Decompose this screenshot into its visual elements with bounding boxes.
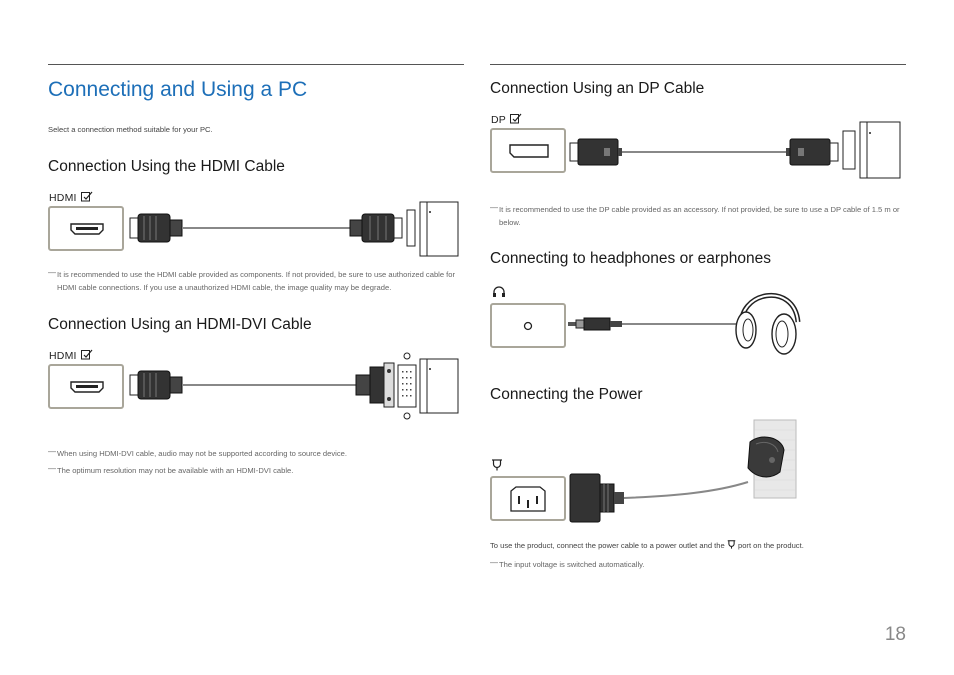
hdmi-dvi-port-label: HDMI	[49, 348, 93, 362]
dp-port-box	[490, 128, 566, 173]
hdmi-port-icon	[70, 223, 104, 235]
edit-note-icon	[80, 191, 93, 202]
power-port-icon	[492, 459, 502, 471]
power-note: — The input voltage is switched automati…	[490, 558, 908, 572]
right-top-rule	[490, 64, 906, 65]
note-dash: —	[48, 447, 56, 456]
hdmi-dvi-port-label-text: HDMI	[49, 350, 77, 362]
power-cable-illustration	[569, 473, 749, 523]
hdmi-cable-illustration	[129, 201, 459, 257]
left-top-rule	[48, 64, 464, 65]
dp-port-icon	[509, 144, 549, 158]
hdmi-port-box	[48, 206, 124, 251]
headphone-port-box	[490, 303, 566, 348]
hdmi-dvi-note-1-text: When using HDMI-DVI cable, audio may not…	[57, 449, 347, 458]
note-dash: —	[48, 464, 56, 473]
hdmi-port-label: HDMI	[49, 190, 93, 204]
note-dash: —	[490, 203, 498, 212]
headphone-icon	[493, 286, 505, 297]
edit-note-icon	[509, 113, 522, 124]
power-note-text: The input voltage is switched automatica…	[499, 560, 645, 569]
hdmi-note: — It is recommended to use the HDMI cabl…	[48, 268, 466, 294]
power-socket-icon	[510, 486, 546, 512]
power-instruction-after: port on the product.	[737, 541, 804, 550]
hdmi-note-text: It is recommended to use the HDMI cable …	[57, 270, 456, 292]
headphones-illustration	[568, 292, 801, 355]
headphone-jack-icon	[523, 321, 533, 331]
dp-note: — It is recommended to use the DP cable …	[490, 203, 908, 229]
dp-port-label-text: DP	[491, 114, 506, 126]
hdmi-dvi-heading: Connection Using an HDMI-DVI Cable	[48, 316, 312, 333]
power-port-inline-icon	[727, 540, 736, 549]
wall-outlet-illustration	[747, 419, 797, 499]
edit-note-icon	[80, 349, 93, 360]
hdmi-dvi-note-2-text: The optimum resolution may not be availa…	[57, 466, 294, 475]
dp-port-label: DP	[491, 112, 522, 126]
page-title: Connecting and Using a PC	[48, 78, 308, 101]
note-dash: —	[490, 558, 498, 567]
hdmi-dvi-port-box	[48, 364, 124, 409]
note-dash: —	[48, 268, 56, 277]
dp-note-text: It is recommended to use the DP cable pr…	[499, 205, 900, 227]
power-heading: Connecting the Power	[490, 386, 643, 403]
power-port-box	[490, 476, 566, 521]
hdmi-heading: Connection Using the HDMI Cable	[48, 158, 285, 175]
hdmi-port-label-text: HDMI	[49, 192, 77, 204]
intro-text: Select a connection method suitable for …	[48, 125, 213, 134]
dp-cable-illustration	[569, 121, 901, 179]
hdmi-dvi-cable-illustration	[129, 352, 459, 420]
power-instruction: To use the product, connect the power ca…	[490, 539, 910, 552]
headphones-heading: Connecting to headphones or earphones	[490, 250, 771, 267]
dp-heading: Connection Using an DP Cable	[490, 80, 705, 97]
hdmi-dvi-note-2: — The optimum resolution may not be avai…	[48, 464, 466, 478]
page-number: 18	[884, 624, 906, 645]
power-instruction-before: To use the product, connect the power ca…	[490, 541, 725, 550]
hdmi-port-icon	[70, 381, 104, 393]
hdmi-dvi-note-1: — When using HDMI-DVI cable, audio may n…	[48, 447, 466, 461]
